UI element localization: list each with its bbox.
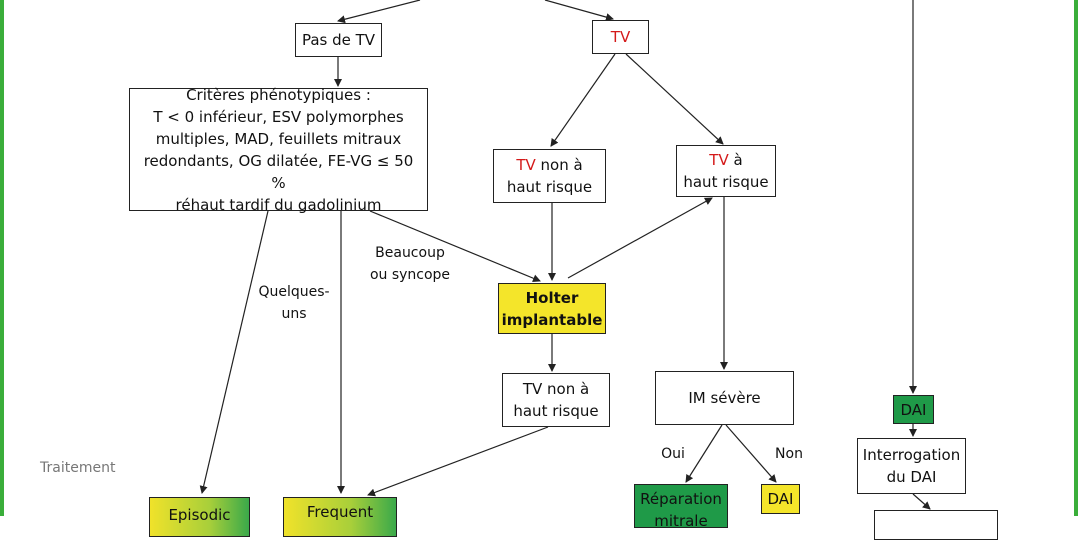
arrow-tv-to-tv-haut [625, 53, 724, 145]
arrow-holter-to-tv-haut [567, 197, 713, 279]
frequent-label: Frequent [306, 503, 374, 521]
criteres-line-1: Critères phénotypiques : [186, 85, 371, 104]
beaucoup-line-2: ou syncope [369, 267, 451, 283]
pas-de-tv-node: Pas de TV [295, 23, 382, 57]
holter-line-1: Holter [525, 288, 579, 307]
tv-non-mid-line-1: TV non à [522, 380, 590, 398]
arrow-interrogation-down [912, 493, 931, 510]
beaucoup-line-1: Beaucoup [375, 245, 445, 261]
oui-label: Oui [661, 446, 685, 462]
criteres-line-4: redondants, OG dilatée, FE-VG ≤ 50 % [143, 151, 414, 192]
bottom-right-node [874, 510, 998, 540]
arrow-im-to-dai [725, 424, 777, 483]
frame-border-right [1074, 0, 1078, 516]
frequent-node: Frequent [283, 497, 397, 537]
arrow-im-to-reparation [685, 424, 723, 483]
tv-non-haut-risque-node: TV non à haut risque [493, 149, 606, 203]
im-severe-node: IM sévère [655, 371, 794, 425]
tv-non-line-1: TV non à [516, 154, 582, 176]
beaucoup-label: Beaucoup ou syncope [362, 242, 458, 286]
reparation-line-2: mitrale [654, 512, 708, 530]
dai-right-label: DAI [900, 400, 927, 419]
tv-haut-rest-2: haut risque [683, 173, 769, 191]
tv-non-rest-2: haut risque [506, 178, 593, 196]
tv-haut-line-1: TV à [709, 149, 742, 171]
arrow-criteres-to-episodic [199, 210, 269, 494]
arrow-tv-to-tv-non [550, 53, 616, 147]
im-severe-label: IM sévère [688, 389, 761, 407]
interrogation-node: Interrogation du DAI [857, 438, 966, 494]
reparation-line-1: Réparation [640, 490, 722, 508]
episodic-label: Episodic [168, 506, 231, 524]
dai-bottom-label: DAI [767, 490, 794, 508]
criteres-line-2: T < 0 inférieur, ESV polymorphes [153, 107, 404, 126]
arrow-criteres-to-holter [369, 210, 541, 283]
criteres-node: Critères phénotypiques : T < 0 inférieur… [129, 86, 428, 214]
dai-right-node: DAI [893, 395, 934, 424]
pas-de-tv-label: Pas de TV [301, 31, 376, 49]
frame-border-left [0, 0, 4, 516]
tv-non-tv-word: TV [516, 156, 536, 174]
tv-haut-risque-node: TV à haut risque [676, 145, 776, 197]
interrogation-line-2: du DAI [886, 468, 937, 486]
connector-layer [199, 0, 931, 510]
arrow-top-to-tv [544, 0, 614, 21]
quelques-label: Quelques- uns [250, 281, 338, 325]
non-label: Non [775, 446, 803, 462]
tv-non-haut-risque-mid-node: TV non à haut risque [502, 373, 610, 427]
tv-non-rest-1: non à [535, 156, 583, 174]
tv-label: TV [610, 28, 631, 46]
traitement-label: Traitement [40, 460, 116, 476]
episodic-node: Episodic [149, 497, 250, 537]
tv-non-mid-line-2: haut risque [513, 402, 599, 420]
dai-bottom-node: DAI [761, 484, 800, 514]
tv-node: TV [592, 20, 649, 54]
tv-haut-rest-1: à [728, 151, 743, 169]
arrow-top-to-pas-de-tv [337, 0, 421, 24]
criteres-line-5: réhaut tardif du gadolinium [175, 195, 382, 214]
tv-haut-tv-word: TV [709, 151, 729, 169]
quelques-line-1: Quelques- [258, 284, 330, 300]
interrogation-line-1: Interrogation [862, 446, 961, 464]
criteres-line-3: multiples, MAD, feuillets mitraux [155, 129, 402, 148]
holter-line-2: implantable [501, 310, 603, 329]
holter-node: Holter implantable [498, 283, 606, 334]
reparation-node: Réparation mitrale [634, 484, 728, 530]
arrow-tv-non-mid-to-frequent [367, 426, 549, 497]
quelques-line-2: uns [281, 306, 307, 322]
